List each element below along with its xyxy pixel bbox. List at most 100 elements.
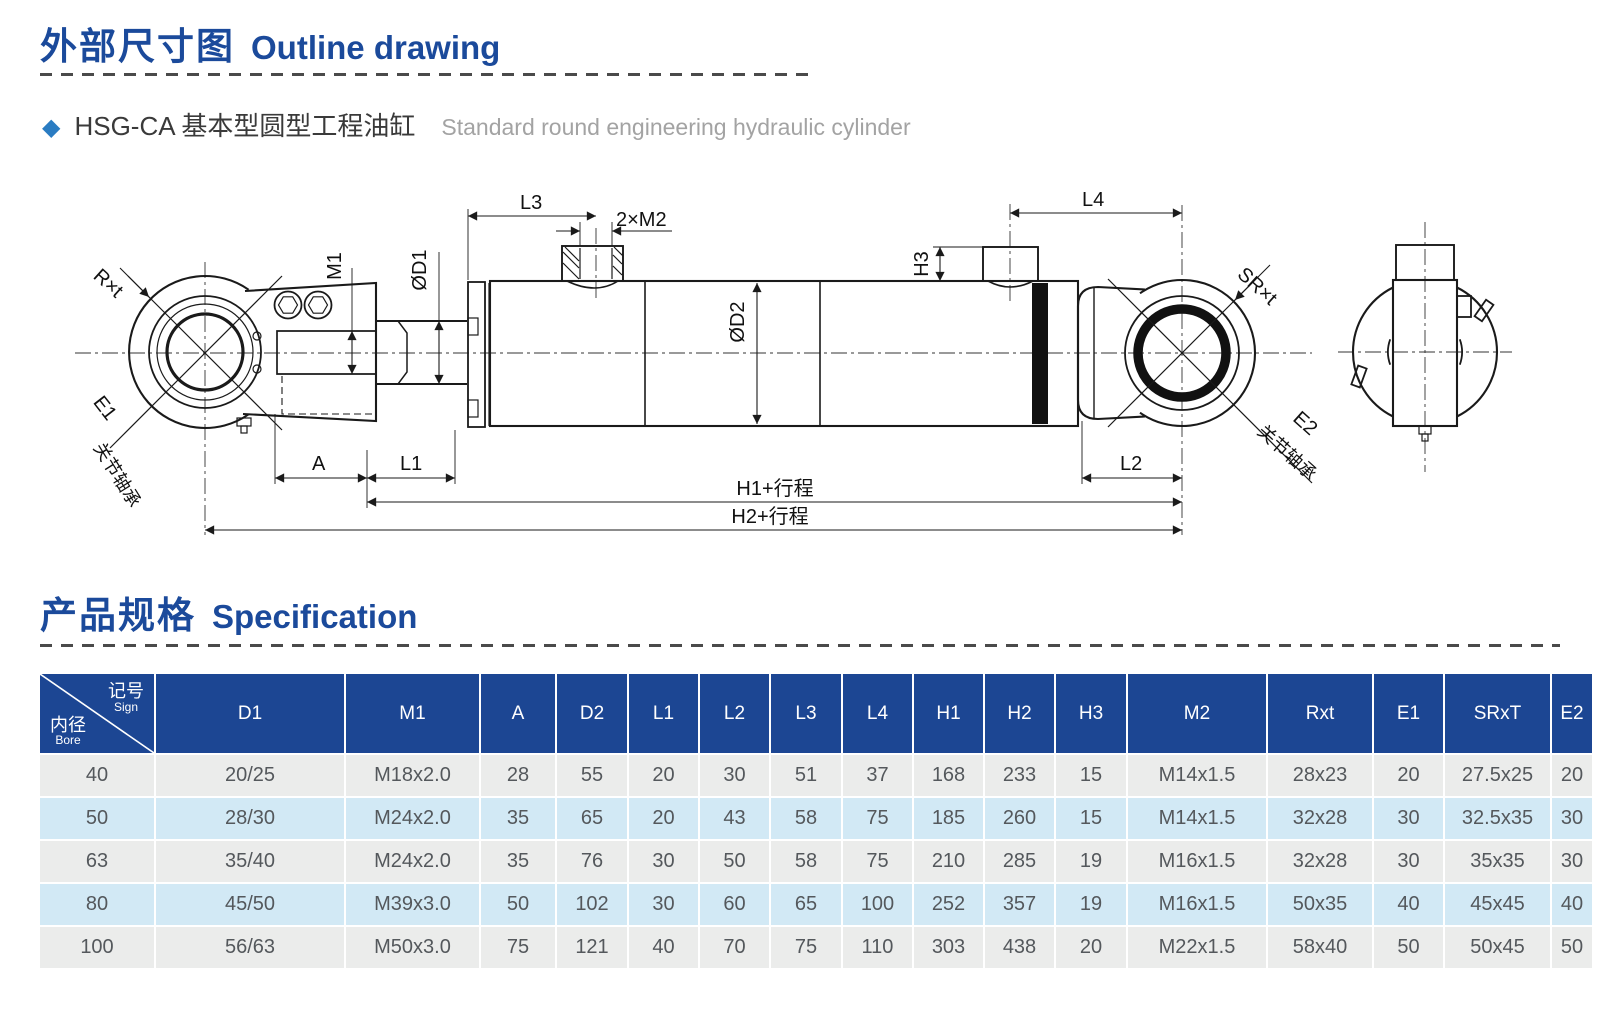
- column-header-e2: E2: [1552, 674, 1592, 753]
- column-header-m1: M1: [346, 674, 479, 753]
- column-header-m2: M2: [1128, 674, 1266, 753]
- end-view: [1350, 244, 1498, 442]
- spec-cell: 20: [1374, 755, 1443, 796]
- spec-cell: 75: [843, 841, 912, 882]
- spec-cell: 35: [481, 798, 555, 839]
- piston-rod: [376, 319, 467, 386]
- spec-cell: 32.5x35: [1445, 798, 1550, 839]
- spec-cell: 19: [1056, 841, 1126, 882]
- spec-cell: 65: [771, 884, 841, 925]
- spec-cell: 20: [629, 798, 698, 839]
- column-header-l2: L2: [700, 674, 769, 753]
- spec-cell: 45x45: [1445, 884, 1550, 925]
- spec-cell: 75: [481, 927, 555, 968]
- column-header-l1: L1: [629, 674, 698, 753]
- dim-label-l4: L4: [1082, 189, 1104, 211]
- dashed-divider-spec: [40, 644, 1560, 647]
- dim-label-a: A: [312, 453, 326, 475]
- spec-cell: 50x45: [1445, 927, 1550, 968]
- dim-label-e2: E2: [1289, 407, 1322, 440]
- spec-cell: 37: [843, 755, 912, 796]
- dim-label-2xm2: 2×M2: [616, 209, 667, 231]
- outline-title-zh: 外部尺寸图: [40, 26, 235, 67]
- outline-drawing: L3 2×M2 L4 H3 M1 ØD1 ØD2: [75, 189, 1512, 535]
- spec-cell: 35x35: [1445, 841, 1550, 882]
- spec-cell: 20: [629, 755, 698, 796]
- spec-cell: 30: [629, 841, 698, 882]
- cylinder-barrel: [488, 279, 1080, 428]
- spec-cell: 35/40: [156, 841, 344, 882]
- product-name-zh: HSG-CA 基本型圆型工程油缸: [74, 111, 416, 141]
- dim-label-l2: L2: [1120, 453, 1142, 475]
- dim-label-h1: H1+行程: [736, 477, 813, 500]
- spec-cell: 65: [557, 798, 627, 839]
- outline-section-title: 外部尺寸图 Outline drawing: [40, 16, 500, 70]
- spec-cell: 30: [1374, 798, 1443, 839]
- piston-seal-band: [1032, 283, 1048, 424]
- dim-label-d2: ØD2: [727, 301, 749, 342]
- spec-cell: 60: [700, 884, 769, 925]
- column-header-a: A: [481, 674, 555, 753]
- corner-sign-label: 记号 Sign: [108, 682, 144, 713]
- dim-label-m1: M1: [324, 252, 346, 280]
- spec-cell: 168: [914, 755, 983, 796]
- dim-label-l3: L3: [520, 192, 542, 214]
- dim-label-e1-bearing: 关节轴承: [90, 439, 145, 511]
- spec-cell: 357: [985, 884, 1054, 925]
- spec-cell: 56/63: [156, 927, 344, 968]
- spec-cell: M16x1.5: [1128, 884, 1266, 925]
- spec-cell: 20: [1552, 755, 1592, 796]
- spec-cell: 30: [1552, 798, 1592, 839]
- spec-cell: 50: [481, 884, 555, 925]
- dim-label-d1: ØD1: [409, 249, 431, 290]
- spec-cell: 55: [557, 755, 627, 796]
- column-header-e1: E1: [1374, 674, 1443, 753]
- spec-cell: 43: [700, 798, 769, 839]
- cylinder-gland: [467, 281, 490, 428]
- spec-cell: 45/50: [156, 884, 344, 925]
- spec-cell: 50: [1552, 927, 1592, 968]
- product-subtitle: ◆ HSG-CA 基本型圆型工程油缸 Standard round engine…: [42, 106, 911, 143]
- spec-cell: 15: [1056, 755, 1126, 796]
- spec-cell: 30: [1374, 841, 1443, 882]
- spec-cell: M16x1.5: [1128, 841, 1266, 882]
- spec-cell: 32x28: [1268, 841, 1372, 882]
- spec-cell: 76: [557, 841, 627, 882]
- column-header-h1: H1: [914, 674, 983, 753]
- bore-value: 40: [40, 755, 154, 796]
- bore-value: 80: [40, 884, 154, 925]
- spec-cell: 260: [985, 798, 1054, 839]
- spec-cell: 35: [481, 841, 555, 882]
- spec-cell: 28: [481, 755, 555, 796]
- spec-cell: 15: [1056, 798, 1126, 839]
- spec-cell: M22x1.5: [1128, 927, 1266, 968]
- spec-cell: 40: [629, 927, 698, 968]
- column-header-rxt: Rxt: [1268, 674, 1372, 753]
- spec-cell: 28/30: [156, 798, 344, 839]
- spec-cell: 40: [1552, 884, 1592, 925]
- spec-cell: 50: [1374, 927, 1443, 968]
- spec-cell: 233: [985, 755, 1054, 796]
- right-oil-port: [982, 246, 1039, 288]
- spec-cell: 210: [914, 841, 983, 882]
- column-header-d2: D2: [557, 674, 627, 753]
- dim-label-h3: H3: [911, 251, 933, 277]
- bore-value: 50: [40, 798, 154, 839]
- left-oil-port: [561, 245, 624, 289]
- spec-cell: 121: [557, 927, 627, 968]
- spec-cell: 58: [771, 798, 841, 839]
- right-rod-eye: [1076, 278, 1313, 484]
- rod-eye-block: [236, 281, 378, 434]
- spec-cell: M50x3.0: [346, 927, 479, 968]
- outline-title-en: Outline drawing: [251, 29, 501, 66]
- spec-cell: 75: [843, 798, 912, 839]
- spec-cell: 27.5x25: [1445, 755, 1550, 796]
- spec-cell: 30: [629, 884, 698, 925]
